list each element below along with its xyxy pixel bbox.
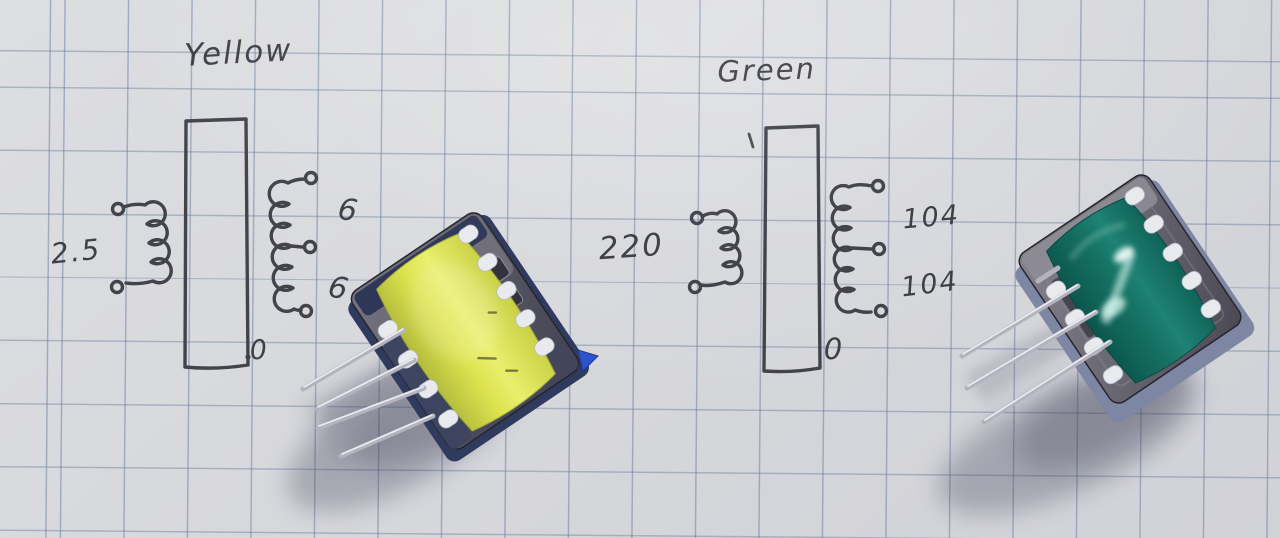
yellow-transformer-photo: [348, 212, 589, 462]
winding-tape-green: [1045, 196, 1216, 384]
terminal-circle: [687, 279, 703, 295]
core-rectangle: [762, 124, 822, 374]
tape-sheen-curve: [1069, 222, 1126, 261]
tape-highlight: [410, 263, 499, 361]
terminal-circle: [870, 178, 886, 194]
center-tap-wire: [850, 246, 873, 251]
schematic-green-title: Green: [717, 51, 817, 88]
secondary-label-mid: 104: [900, 266, 961, 304]
blue-tape-scrap: [577, 349, 599, 372]
terminal-circle: [298, 303, 314, 319]
corner-dot: [245, 354, 251, 360]
terminal-circle: [873, 303, 889, 319]
tape-specks: [477, 311, 519, 372]
tape-specular-blob: [1101, 297, 1126, 318]
secondary-label-mid: 6: [325, 269, 353, 308]
pen-tick: [747, 132, 755, 149]
green-transformer-leads: [959, 265, 1113, 425]
primary-label: 220: [598, 227, 666, 267]
primary-winding: [122, 200, 173, 286]
center-tap-wire: [289, 244, 304, 249]
bobbin-teeth: [377, 224, 555, 429]
schematic-green: Green 220 104 104 0: [598, 51, 961, 374]
terminal-circle: [689, 210, 705, 226]
core-rectangle: [183, 117, 250, 370]
secondary-label-bottom: 0: [824, 332, 844, 366]
green-transformer-photo: [1015, 174, 1255, 423]
terminal-circle: [302, 239, 318, 255]
schematic-yellow-title: Yellow: [184, 32, 294, 74]
schematic-yellow: Yellow 2.5 6 6 0: [49, 32, 362, 370]
terminal-circle: [110, 201, 126, 217]
secondary-label-top: 104: [901, 200, 961, 236]
terminal-circle: [109, 279, 125, 295]
terminal-circle: [303, 170, 319, 186]
secondary-label-top: 6: [335, 192, 361, 230]
yellow-transformer-leads: [300, 327, 436, 459]
terminal-circle: [871, 241, 887, 257]
tape-specular-blob: [1113, 246, 1134, 263]
primary-winding: [699, 209, 744, 288]
primary-label: 2.5: [49, 233, 103, 271]
secondary-label-bottom: 0: [249, 334, 270, 366]
